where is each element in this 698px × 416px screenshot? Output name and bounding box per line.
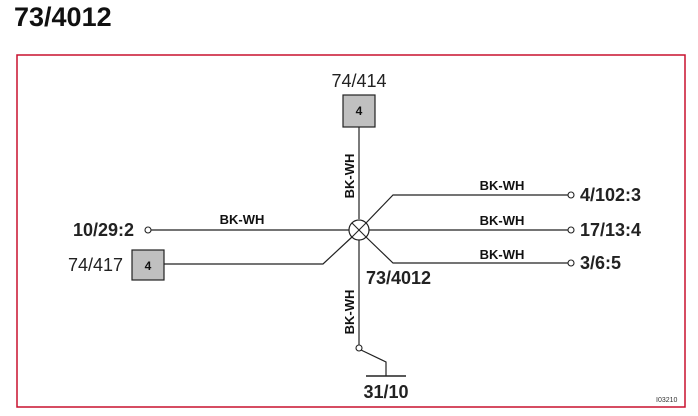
wire-right-2-label: BK-WH <box>480 213 525 228</box>
wire-right-1-label: BK-WH <box>480 178 525 193</box>
connector-left-box-pin: 4 <box>145 259 152 273</box>
terminal-ground[interactable] <box>355 344 363 352</box>
wire-left-label: BK-WH <box>220 212 265 227</box>
terminal-left-end[interactable] <box>144 226 152 234</box>
connector-right-2-label[interactable]: 17/13:4 <box>580 220 641 240</box>
connector-left-box[interactable] <box>131 249 165 281</box>
page-title: 73/4012 <box>14 2 112 32</box>
wire-left-box[interactable] <box>164 236 353 265</box>
terminal-right-1[interactable] <box>567 191 575 199</box>
ground-switch-line <box>360 349 387 376</box>
terminal-right-3[interactable] <box>567 259 575 267</box>
connector-right-1-label[interactable]: 4/102:3 <box>580 185 641 205</box>
connector-left-box-label[interactable]: 74/417 <box>68 255 123 275</box>
diagram-frame <box>16 54 686 408</box>
connector-top-pin: 4 <box>356 104 363 118</box>
terminal-right-2[interactable] <box>567 226 575 234</box>
splice-label: 73/4012 <box>366 268 431 288</box>
wire-right-3[interactable] <box>365 236 568 264</box>
connector-left-end-label[interactable]: 10/29:2 <box>73 220 134 240</box>
reference-code: I03210 <box>656 397 678 404</box>
wire-right-1[interactable] <box>365 194 568 224</box>
connector-right-3-label[interactable]: 3/6:5 <box>580 253 621 273</box>
wire-top-label: BK-WH <box>342 154 357 199</box>
connector-top-label[interactable]: 74/414 <box>331 71 386 91</box>
wire-bottom-label: BK-WH <box>342 290 357 335</box>
wire-right-3-label: BK-WH <box>480 247 525 262</box>
connector-ground-label[interactable]: 31/10 <box>363 382 408 402</box>
